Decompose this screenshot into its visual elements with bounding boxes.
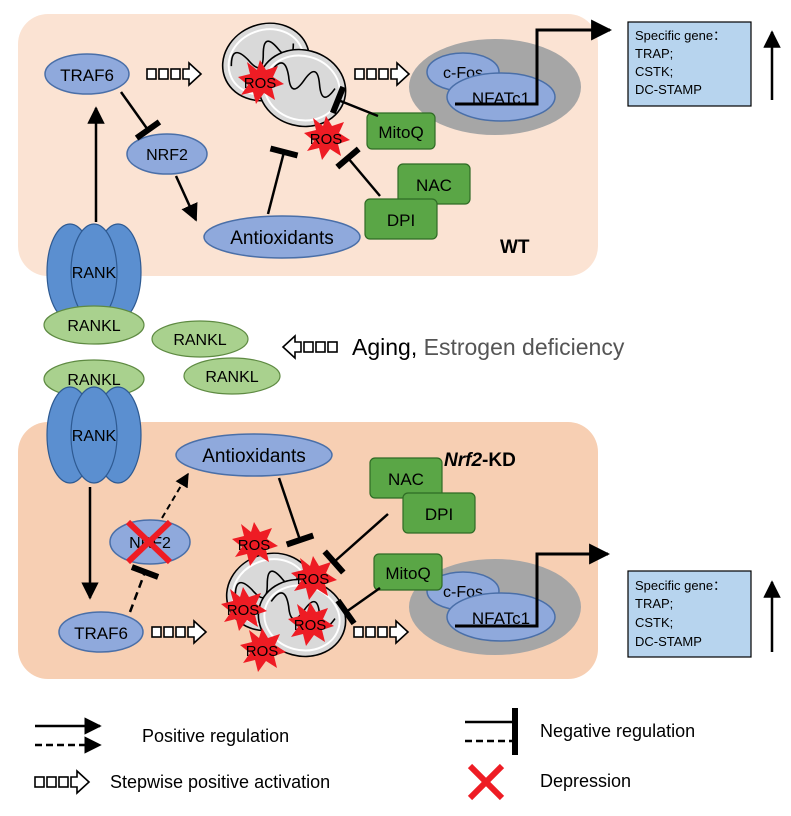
legend-stepwise-arrow (34, 770, 90, 794)
kd-label-suffix: -KD (482, 450, 516, 471)
wt-label: WT (500, 237, 530, 258)
wt-gene-box (627, 21, 752, 107)
wt-traf6-node (44, 53, 130, 95)
wt-nfatc1-node (446, 72, 556, 122)
wt-dpi-inhibits-ros (335, 146, 381, 197)
kd-gene-title: Specific gene： (635, 578, 726, 593)
legend-negative-label: Negative regulation (540, 721, 695, 741)
rankl-free-1-node (151, 320, 249, 358)
kd-mitoq-box (373, 553, 443, 591)
kd-mitoq-inhibits-ros (335, 586, 381, 626)
kd-ros-5-label: ROS (246, 643, 279, 660)
wt-ros-mito-label: ROS (244, 75, 277, 92)
kd-dpi-label: DPI (425, 505, 453, 524)
wt-dpi-label: DPI (387, 211, 415, 230)
wt-gene-title: Specific gene： (635, 28, 726, 43)
kd-traf6-label: TRAF6 (74, 624, 128, 643)
rankl-free-2-label: RANKL (205, 369, 258, 386)
legend-depression-label: Depression (540, 771, 631, 791)
kd-nac-label: NAC (388, 470, 424, 489)
rankl-top-node (43, 305, 145, 345)
legend-depression-cross-icon (467, 763, 505, 801)
rank-top-label: RANK (72, 265, 117, 282)
kd-traf6-inhibits-nrf2 (128, 564, 160, 613)
wt-mitoq-inhibits-ros (330, 85, 379, 118)
wt-ros-free-label: ROS (310, 131, 343, 148)
rank-bottom-label: RANK (72, 428, 117, 445)
wt-antioxidants-inhibit-ros (266, 145, 299, 215)
kd-gene-box (627, 570, 752, 658)
kd-ros-3-label: ROS (227, 602, 260, 619)
kd-mitoq-label: MitoQ (385, 564, 430, 583)
kd-ros-2-label: ROS (297, 571, 330, 588)
stimulus-text: Aging, Estrogen deficiency (352, 334, 625, 360)
wt-nrf2-activates-antioxidants (174, 175, 198, 222)
kd-antioxidants-inhibit-ros (277, 477, 315, 548)
kd-nfatc1-label: NFATc1 (472, 609, 530, 628)
kd-nac-dpi-inhibit-ros (322, 513, 389, 575)
wt-gene-1: TRAP; (635, 46, 673, 61)
wt-nrf2-label: NRF2 (146, 147, 188, 164)
kd-antioxidants-label: Antioxidants (202, 446, 306, 467)
rankl-free-2-node (183, 357, 281, 395)
wt-mitoq-box (366, 112, 436, 150)
wt-dpi-box (364, 198, 438, 240)
rank-top (46, 223, 142, 321)
wt-gene-2: CSTK; (635, 64, 673, 79)
kd-ros-1-label: ROS (238, 537, 271, 554)
rankl-free-1-label: RANKL (173, 332, 226, 349)
kd-dpi-box (402, 492, 476, 534)
legend-stepwise-label: Stepwise positive activation (110, 772, 330, 792)
legend-positive-label: Positive regulation (142, 726, 289, 746)
stimulus-aging: Aging (352, 334, 411, 360)
rankl-bottom-label: RANKL (67, 372, 120, 389)
wt-mitoq-label: MitoQ (378, 123, 423, 142)
wt-traf6-inhibits-nrf2 (119, 91, 162, 141)
kd-label-gene: Nrf2 (444, 450, 482, 471)
wt-gene-activation-arrow (455, 19, 613, 106)
rank-bottom (46, 386, 142, 484)
stimulus-estrogen: Estrogen deficiency (424, 334, 625, 360)
wt-antioxidants-node (203, 215, 361, 259)
wt-nac-label: NAC (416, 176, 452, 195)
kd-nfatc1-node (446, 592, 556, 642)
wt-gene-3: DC-STAMP (635, 82, 702, 97)
rankl-top-label: RANKL (67, 318, 120, 335)
stimulus-step-arrow (282, 335, 338, 359)
kd-label: Nrf2-KD (444, 450, 516, 471)
kd-gene-2: CSTK; (635, 615, 673, 630)
kd-gene-activation-arrow (455, 543, 611, 628)
wt-nrf2-node (126, 133, 208, 175)
kd-nrf2-cross-icon (125, 519, 173, 565)
kd-gene-3: DC-STAMP (635, 634, 702, 649)
kd-ros-4-label: ROS (294, 617, 327, 634)
kd-traf6-node (58, 611, 144, 653)
kd-nrf2-activates-antioxidants (161, 472, 189, 519)
wt-traf6-label: TRAF6 (60, 66, 114, 85)
wt-antioxidants-label: Antioxidants (230, 228, 334, 249)
kd-antioxidants-node (175, 433, 333, 477)
stimulus-separator: , (411, 334, 424, 360)
kd-gene-1: TRAP; (635, 596, 673, 611)
